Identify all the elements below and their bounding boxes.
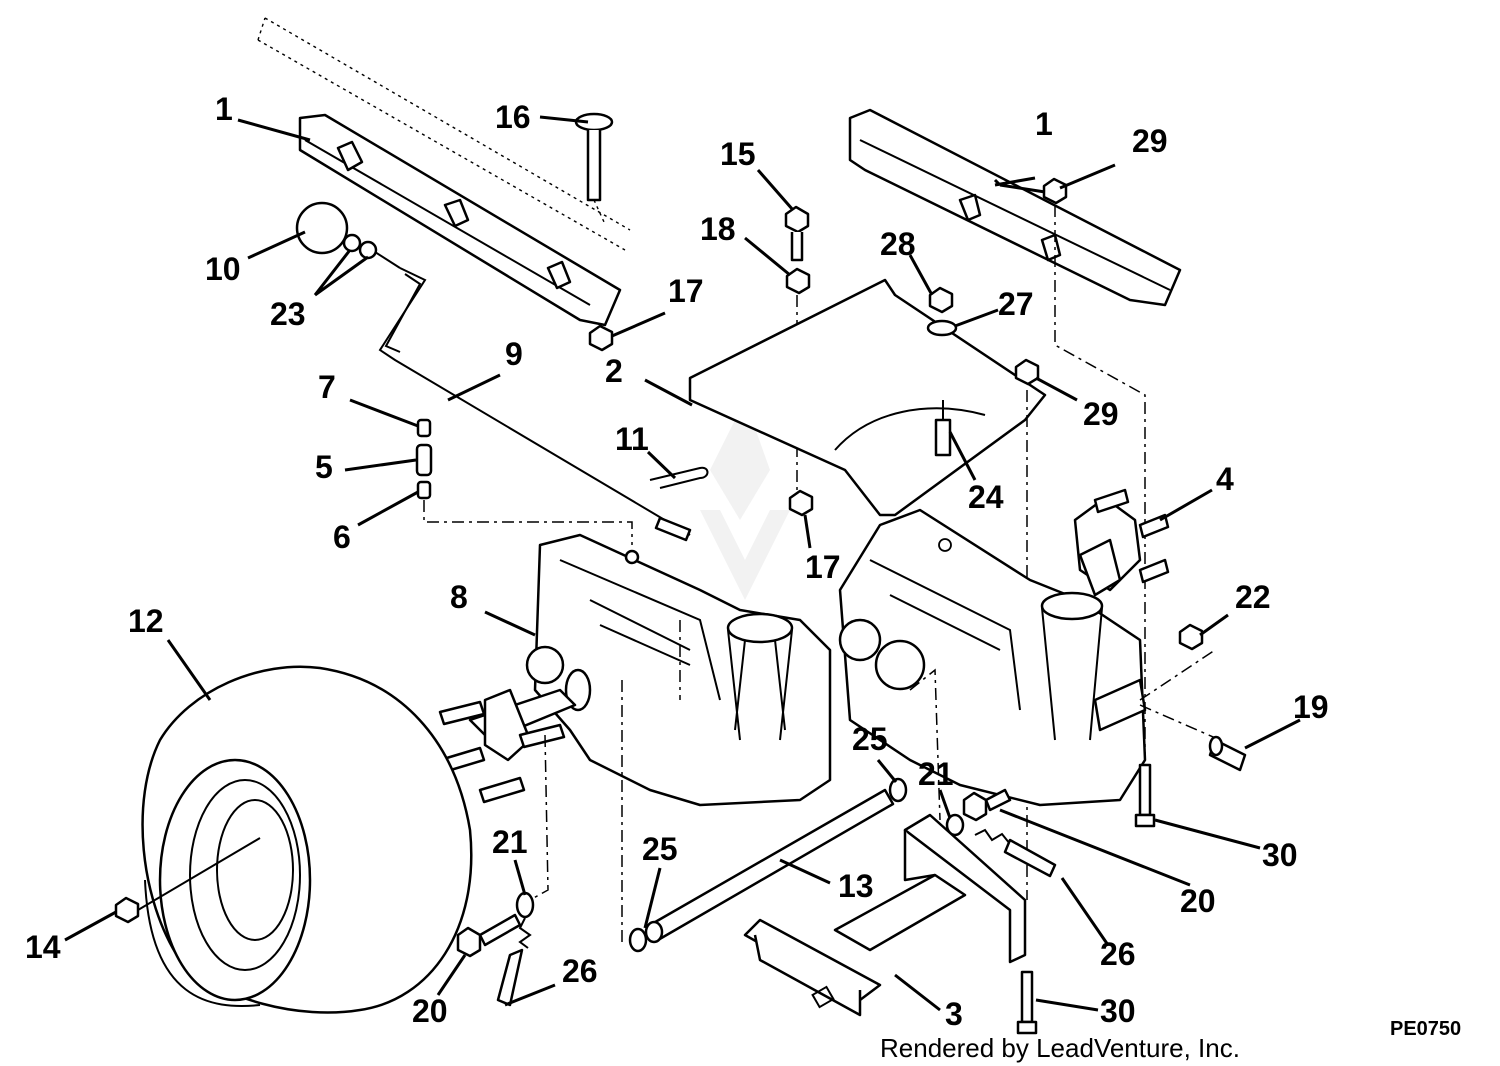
leader-lines [64, 115, 1301, 1012]
callout-9: 9 [505, 336, 523, 372]
transmission-mount-plate [688, 278, 1047, 517]
washer-21-left [515, 891, 535, 919]
callout-labels: 1 16 10 23 17 9 7 5 6 15 18 2 11 17 1 29… [25, 91, 1329, 1032]
callout-17-lower: 17 [805, 549, 841, 585]
hex-bolt [784, 205, 810, 262]
callout-17-upper: 17 [668, 273, 704, 309]
lock-nut-28 [928, 286, 954, 314]
callout-18: 18 [700, 211, 736, 247]
callout-30-lower: 30 [1100, 993, 1136, 1029]
callout-15: 15 [720, 136, 756, 172]
flat-washer-27 [926, 319, 958, 337]
callout-4: 4 [1216, 461, 1234, 497]
spacer-25-upper [888, 777, 908, 803]
callout-29-upper: 29 [1132, 123, 1168, 159]
lock-nut-29-lower [1014, 358, 1040, 386]
shift-knob [295, 201, 349, 255]
callout-3: 3 [945, 996, 963, 1032]
callout-28: 28 [880, 226, 916, 262]
callout-11: 11 [615, 421, 649, 457]
callout-10: 10 [205, 251, 241, 287]
render-credit: Rendered by LeadVenture, Inc. [880, 1033, 1240, 1063]
callout-2: 2 [605, 353, 623, 389]
hex-nut-18 [785, 267, 811, 295]
callout-22: 22 [1235, 579, 1271, 615]
hex-bolt-30-lower [1016, 970, 1038, 1035]
callout-21-left: 21 [492, 824, 528, 860]
callout-24: 24 [968, 479, 1004, 515]
mounting-pin [934, 400, 952, 457]
detent-pin [1208, 735, 1247, 772]
hex-bolt-30-upper [1134, 763, 1156, 828]
hex-nut-22 [1178, 623, 1204, 651]
frame-bracket-right [848, 108, 1182, 307]
callout-8: 8 [450, 579, 468, 615]
hairpin-clip [649, 466, 709, 489]
lug-nut [114, 896, 140, 924]
spacer-25-lower [628, 927, 648, 953]
callout-27: 27 [998, 286, 1034, 322]
pivot-hardware [415, 418, 433, 500]
carriage-bolt [574, 112, 614, 202]
frame-outline [257, 17, 631, 251]
callout-23: 23 [270, 296, 306, 332]
wheel-hub-right [1073, 488, 1170, 597]
reference-code: PE0750 [1390, 1018, 1461, 1040]
jam-nuts [342, 233, 401, 269]
callout-25-upper: 25 [852, 721, 888, 757]
callout-7: 7 [318, 369, 336, 405]
callout-21-right: 21 [918, 756, 954, 792]
hex-nut-upper [588, 324, 614, 352]
callout-16: 16 [495, 99, 531, 135]
callout-19: 19 [1293, 689, 1329, 725]
callout-29-lower: 29 [1083, 396, 1119, 432]
callout-20-right: 20 [1180, 883, 1216, 919]
callout-12: 12 [128, 603, 164, 639]
shift-rod [378, 267, 692, 542]
transaxle-left [525, 533, 832, 807]
axle-tube [644, 788, 895, 944]
callout-25-lower: 25 [642, 831, 678, 867]
hitch-bracket [743, 813, 1027, 1017]
wheel-hub-left [438, 688, 577, 804]
callout-30-upper: 30 [1262, 837, 1298, 873]
callout-13: 13 [838, 868, 874, 904]
frame-bracket-left [298, 113, 622, 327]
callout-14: 14 [25, 929, 61, 965]
callout-1-right: 1 [1035, 106, 1053, 142]
spring-link-right [974, 828, 1057, 878]
callout-1-left: 1 [215, 91, 233, 127]
tire-and-wheel [141, 665, 473, 1014]
hex-nut-lower [788, 489, 814, 517]
lock-nut-29-upper [1042, 177, 1068, 205]
callout-20-left: 20 [412, 993, 448, 1029]
callout-5: 5 [315, 449, 333, 485]
shoulder-bolt-right [962, 788, 1012, 822]
washer-21-right [945, 813, 965, 837]
callout-6: 6 [333, 519, 351, 555]
callout-26-left: 26 [562, 953, 598, 989]
callout-26-right: 26 [1100, 936, 1136, 972]
spring-link-left [496, 917, 532, 1007]
shoulder-bolt-left [456, 913, 522, 958]
transaxle-right [838, 508, 1147, 807]
